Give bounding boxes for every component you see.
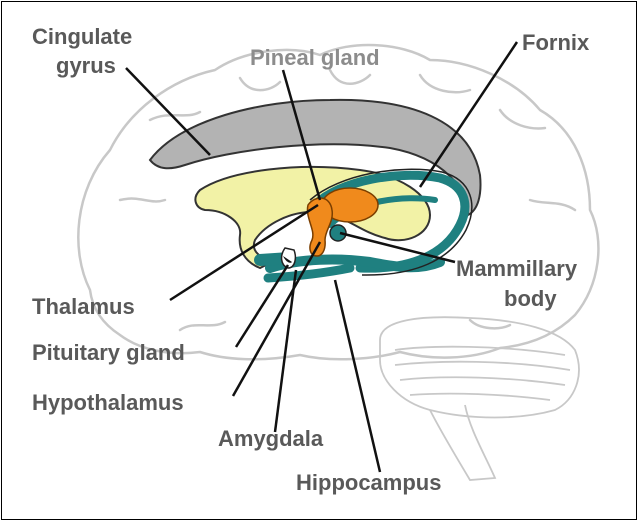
label-pituitary-gland: Pituitary gland [32, 340, 185, 365]
label-mammillary: Mammillary [456, 256, 578, 281]
label-gyrus: gyrus [56, 53, 116, 78]
cerebellum [380, 317, 579, 417]
label-hypothalamus: Hypothalamus [32, 390, 184, 415]
label-cingulate: Cingulate [32, 24, 132, 49]
label-body: body [504, 286, 557, 311]
label-hippocampus: Hippocampus [296, 470, 441, 495]
label-amygdala: Amygdala [218, 426, 324, 451]
hypothalamus-shape [307, 198, 332, 256]
pituitary-gland-shape [282, 248, 296, 268]
label-pineal-gland: Pineal gland [250, 45, 380, 70]
label-fornix: Fornix [522, 30, 590, 55]
label-thalamus: Thalamus [32, 294, 135, 319]
